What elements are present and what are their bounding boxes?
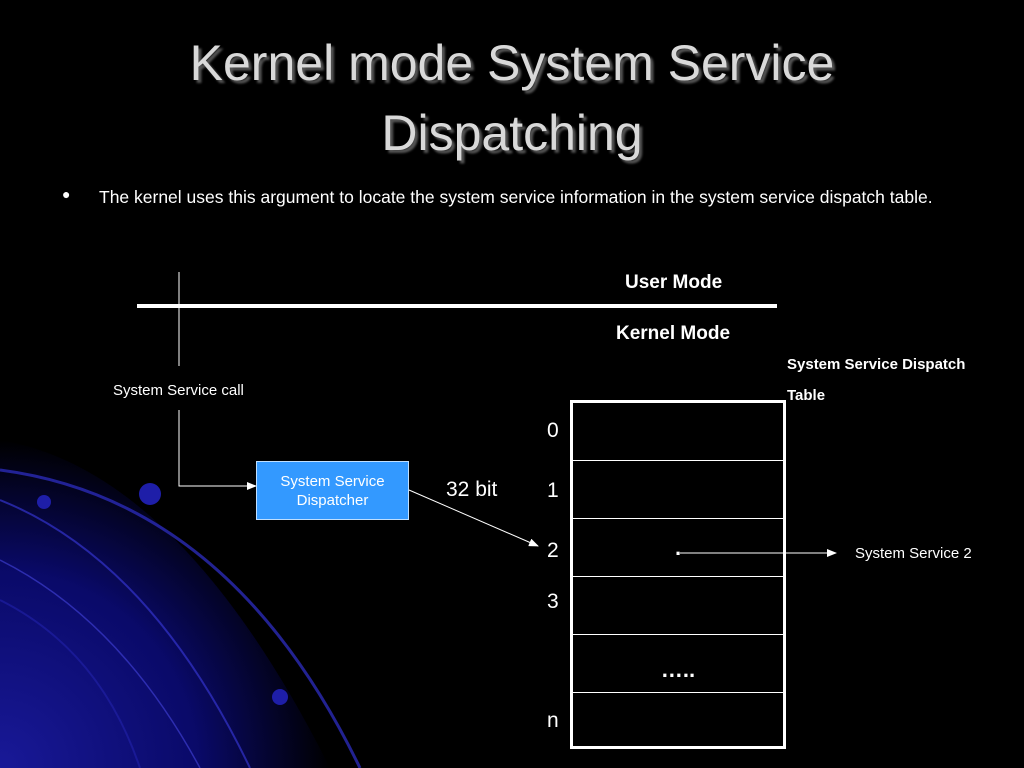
- table-row: [573, 461, 783, 519]
- system-service-2-label: System Service 2: [855, 545, 972, 562]
- slide-title-line1: Kernel mode System Service: [189, 35, 835, 91]
- table-index-0: 0: [547, 419, 559, 442]
- table-index-3: 3: [547, 590, 559, 613]
- table-row: [573, 577, 783, 635]
- system-service-call-label: System Service call: [113, 382, 244, 399]
- user-mode-label: User Mode: [625, 272, 723, 293]
- table-row: [573, 693, 783, 751]
- table-index-1: 1: [547, 479, 559, 502]
- dispatch-table-title-line2: Table: [787, 387, 826, 404]
- kernel-mode-label: Kernel Mode: [616, 323, 731, 344]
- table-index-n: n: [547, 709, 559, 732]
- bit-width-label: 32 bit: [446, 478, 498, 501]
- bullet-dot-icon: ●: [62, 186, 71, 202]
- row2-entry-mark: .: [674, 535, 682, 560]
- dispatch-table: . …..: [570, 400, 786, 749]
- table-index-2: 2: [547, 539, 559, 562]
- system-service-dispatcher-box: System Service Dispatcher: [256, 461, 409, 520]
- dispatch-table-title-line1: System Service Dispatch: [787, 356, 966, 373]
- slide-title-line2: Dispatching: [381, 105, 643, 161]
- table-row: …..: [573, 635, 783, 693]
- row-ellipsis-mark: …..: [660, 657, 696, 682]
- bullet-text: The kernel uses this argument to locate …: [99, 187, 933, 207]
- dispatcher-label-line1: System Service: [280, 472, 385, 490]
- table-row: [573, 403, 783, 461]
- table-row: .: [573, 519, 783, 577]
- dispatcher-label-line2: Dispatcher: [296, 491, 369, 509]
